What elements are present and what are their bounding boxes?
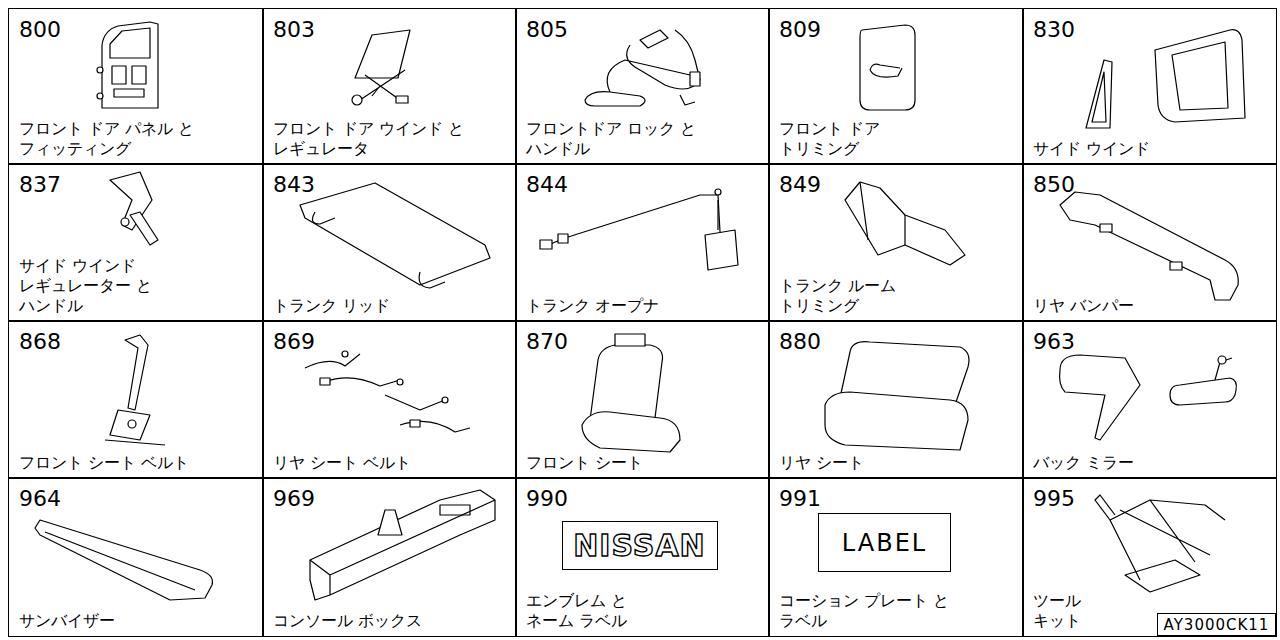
catalog-cell: 963 バック ミラー xyxy=(1022,320,1277,479)
section-number: 991 xyxy=(779,486,821,512)
catalog-cell: 969 コンソール ボックス xyxy=(262,477,517,637)
door-trim-drawing xyxy=(860,25,915,110)
section-number: 849 xyxy=(779,172,821,198)
catalog-cell: 995 ツール キット AY3000CK11 xyxy=(1022,477,1277,637)
door-lock-drawing xyxy=(585,30,700,106)
section-number: 844 xyxy=(526,172,568,198)
part-group-name: フロント シート ベルト xyxy=(19,453,259,473)
section-number: 809 xyxy=(779,17,821,43)
catalog-cell: 803 フロント ドア ウインド と レギュレータ xyxy=(262,8,517,165)
figure-code-box: AY3000CK11 xyxy=(1157,613,1276,636)
part-group-name: コンソール ボックス xyxy=(273,611,513,631)
section-number: 995 xyxy=(1033,486,1075,512)
trunk-opener-drawing xyxy=(540,189,738,270)
emblem-box: NISSAN xyxy=(562,521,718,570)
catalog-cell: 880 リヤ シート xyxy=(768,320,1024,479)
section-number: 990 xyxy=(526,486,568,512)
label-text: LABEL xyxy=(842,529,927,557)
section-number: 964 xyxy=(19,486,61,512)
jack-drawing xyxy=(1095,495,1225,592)
section-number: 969 xyxy=(273,486,315,512)
part-group-name: バック ミラー xyxy=(1033,453,1273,473)
part-group-name: フロント ドア ウインド と レギュレータ xyxy=(273,119,468,159)
part-group-name: フロント ドア トリミング xyxy=(779,119,909,159)
console-drawing xyxy=(310,490,495,600)
rear-belt-drawing xyxy=(305,351,470,432)
catalog-cell: 844 トランク オープナ xyxy=(515,163,770,322)
part-group-name: フロント シート xyxy=(526,453,766,473)
door-panel-drawing xyxy=(97,22,158,108)
side-window-drawing xyxy=(1086,30,1245,128)
part-group-name: リヤ シート xyxy=(779,453,1019,473)
side-regulator-drawing xyxy=(110,172,158,245)
catalog-cell: 870 フロント シート xyxy=(515,320,770,479)
label-box: LABEL xyxy=(818,513,951,572)
part-group-name: エンブレム と ネーム ラベル xyxy=(526,591,636,631)
catalog-cell: 849 トランク ルーム トリミング xyxy=(768,163,1024,322)
part-group-name: トランク リッド xyxy=(273,296,513,316)
part-group-name: フロント ドア パネル と フィッティング xyxy=(19,119,259,159)
catalog-cell: 830 サイド ウインド xyxy=(1022,8,1277,165)
catalog-cell: 809 フロント ドア トリミング xyxy=(768,8,1024,165)
catalog-cell: 990 エンブレム と ネーム ラベル NISSAN xyxy=(515,477,770,637)
catalog-cell: 837 サイド ウインド レギュレーター と ハンドル xyxy=(8,163,264,322)
section-number: 963 xyxy=(1033,329,1075,355)
catalog-cell: 869 リヤ シート ベルト xyxy=(262,320,517,479)
section-number: 868 xyxy=(19,329,61,355)
part-group-name: トランク ルーム トリミング xyxy=(779,276,929,316)
trunk-trim-drawing xyxy=(845,182,965,265)
catalog-cell: 843 トランク リッド xyxy=(262,163,517,322)
part-group-name: ツール キット xyxy=(1033,591,1093,631)
part-group-name: トランク オープナ xyxy=(526,296,766,316)
part-group-name: フロントドア ロック と ハンドル xyxy=(526,119,726,159)
catalog-cell: 868 フロント シート ベルト xyxy=(8,320,264,479)
emblem-text: NISSAN xyxy=(573,529,705,563)
section-number: 880 xyxy=(779,329,821,355)
front-belt-drawing xyxy=(105,335,165,445)
part-group-name: コーション プレート と ラベル xyxy=(779,591,969,631)
section-number: 843 xyxy=(273,172,315,198)
rear-seat-drawing xyxy=(825,342,969,450)
part-group-name: リヤ シート ベルト xyxy=(273,453,513,473)
part-group-name: サイド ウインド レギュレーター と ハンドル xyxy=(19,256,199,316)
window-regulator-drawing xyxy=(352,30,410,105)
section-number: 850 xyxy=(1033,172,1075,198)
part-group-name: サイド ウインド xyxy=(1033,139,1273,159)
catalog-cell: 805 フロントドア ロック と ハンドル xyxy=(515,8,770,165)
part-group-name: サンバイザー xyxy=(19,611,259,631)
trunk-lid-drawing xyxy=(300,183,490,288)
rear-bumper-drawing xyxy=(1060,192,1238,300)
figure-code: AY3000CK11 xyxy=(1164,616,1270,634)
catalog-cell: 991 コーション プレート と ラベル LABEL xyxy=(768,477,1024,637)
part-group-name: リヤ バンパー xyxy=(1033,296,1273,316)
front-seat-drawing xyxy=(582,334,680,452)
section-number: 830 xyxy=(1033,17,1075,43)
catalog-cell: 800 フロント ドア パネル と フィッティング xyxy=(8,8,264,165)
section-number: 870 xyxy=(526,329,568,355)
section-number: 869 xyxy=(273,329,315,355)
section-number: 800 xyxy=(19,17,61,43)
catalog-cell: 964 サンバイザー xyxy=(8,477,264,637)
section-number: 805 xyxy=(526,17,568,43)
sun-visor-drawing xyxy=(35,520,213,600)
catalog-cell: 850 リヤ バンパー xyxy=(1022,163,1277,322)
mirror-drawing xyxy=(1060,355,1237,440)
section-number: 803 xyxy=(273,17,315,43)
section-number: 837 xyxy=(19,172,61,198)
